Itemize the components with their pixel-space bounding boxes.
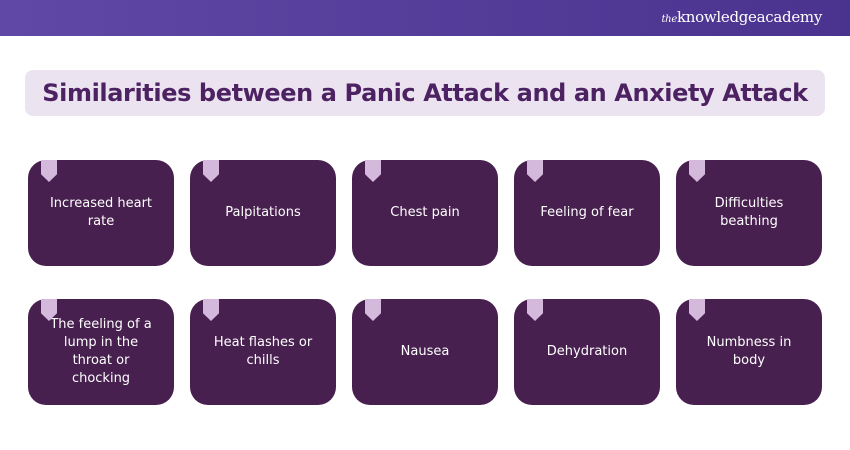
bookmark-tag-icon (365, 160, 381, 182)
bookmark-tag-icon (527, 160, 543, 182)
card-label: Dehydration (546, 344, 628, 359)
card-label: Chest pain (390, 205, 460, 220)
bookmark-tag-icon (203, 160, 219, 182)
similarity-card: The feeling of a lump in the throat or c… (28, 299, 174, 405)
similarity-card: Chest pain (352, 160, 498, 266)
similarity-card: Feeling of fear (514, 160, 660, 266)
brand-logo: theknowledgeacademy (661, 8, 822, 26)
card-label: Palpitations (225, 205, 301, 220)
card-label: Difficulties beathing (714, 196, 784, 229)
title-box: Similarities between a Panic Attack and … (25, 70, 825, 116)
header-banner: theknowledgeacademy (0, 0, 850, 36)
card-label: Heat flashes or chills (213, 335, 313, 368)
bookmark-tag-icon (203, 299, 219, 321)
card-label: The feeling of a lump in the throat or c… (50, 317, 152, 386)
bookmark-tag-icon (689, 160, 705, 182)
similarity-card: Palpitations (190, 160, 336, 266)
bookmark-tag-icon (41, 299, 57, 321)
similarity-card: Heat flashes or chills (190, 299, 336, 405)
card-label: Feeling of fear (540, 205, 634, 220)
similarity-card: Increased heart rate (28, 160, 174, 266)
card-label: Numbness in body (706, 335, 792, 368)
bookmark-tag-icon (41, 160, 57, 182)
bookmark-tag-icon (365, 299, 381, 321)
bookmark-tag-icon (689, 299, 705, 321)
similarity-card: Nausea (352, 299, 498, 405)
similarity-card: Numbness in body (676, 299, 822, 405)
card-label: Increased heart rate (49, 196, 153, 229)
similarity-card: Difficulties beathing (676, 160, 822, 266)
card-label: Nausea (400, 344, 450, 359)
page-title: Similarities between a Panic Attack and … (42, 79, 808, 107)
bookmark-tag-icon (527, 299, 543, 321)
similarity-card: Dehydration (514, 299, 660, 405)
